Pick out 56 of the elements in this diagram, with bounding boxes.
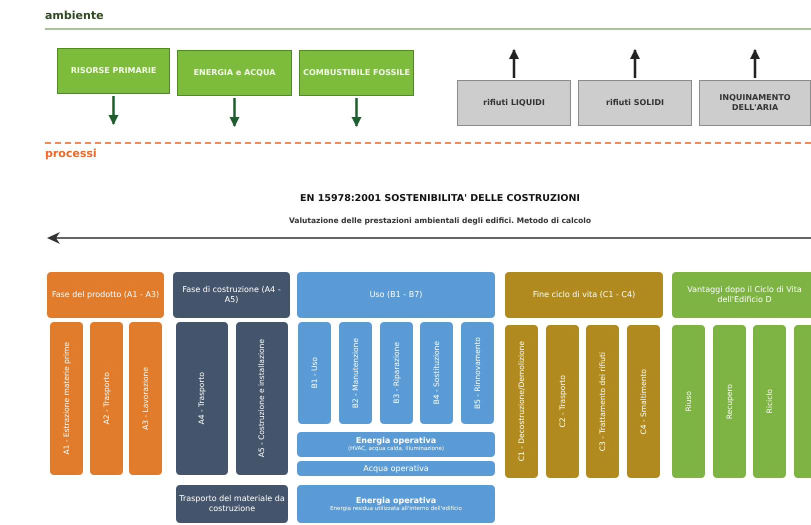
resource-box xyxy=(57,48,170,94)
box-label: Acqua operativa xyxy=(362,464,430,474)
box-label: Uso (B1 - B7) xyxy=(368,290,424,300)
output-box xyxy=(699,80,811,126)
section-heading: processi xyxy=(45,147,97,160)
stage-column xyxy=(713,325,746,478)
title-text: EN 15978:2001 SOSTENIBILITA' DELLE COSTRUZIONI xyxy=(299,193,581,204)
output-box xyxy=(457,80,571,126)
stage-column xyxy=(586,325,619,478)
phase-box xyxy=(297,485,495,523)
phase-header-box xyxy=(297,272,495,318)
box-label: INQUINAMENTO DELL'ARIA xyxy=(718,93,792,113)
stage-column xyxy=(236,322,288,475)
box-label: Vantaggi dopo il Ciclo di Vita dell'Edificio D xyxy=(686,285,803,305)
phase-header-box xyxy=(672,272,811,318)
arrow xyxy=(750,49,760,78)
stage-column xyxy=(50,322,83,475)
phase-box xyxy=(176,485,288,523)
phase-header-box xyxy=(173,272,290,318)
output-box xyxy=(578,80,692,126)
box-label: Fase del prodotto (A1 - A3) xyxy=(50,290,160,300)
stage-column xyxy=(627,325,660,478)
stage-column xyxy=(461,322,494,424)
resource-box xyxy=(177,50,292,96)
box-label: Energia operativa xyxy=(354,436,438,446)
stage-column xyxy=(546,325,579,478)
box-label: ENERGIA e ACQUA xyxy=(192,68,276,78)
box-label: Trasporto del materiale da costruzione xyxy=(178,494,286,514)
arrow xyxy=(352,98,362,127)
stage-column xyxy=(420,322,453,424)
resource-box xyxy=(299,50,414,96)
arrow xyxy=(509,49,519,78)
stage-column xyxy=(298,322,331,424)
stage-column xyxy=(380,322,413,424)
box-label: rifiuti LIQUIDI xyxy=(482,98,546,108)
phase-box xyxy=(297,432,495,457)
box-label: Fine ciclo di vita (C1 - C4) xyxy=(532,290,636,300)
stage-column xyxy=(753,325,786,478)
box-label: Energia operativa xyxy=(354,496,438,506)
stage-column xyxy=(505,325,538,478)
arrow xyxy=(630,49,640,78)
box-label: COMBUSTIBILE FOSSILE xyxy=(302,68,411,78)
stage-column xyxy=(90,322,123,475)
stage-column xyxy=(339,322,372,424)
phase-header-box xyxy=(505,272,663,318)
box-label: Fase di costruzione (A4 - A5) xyxy=(181,285,282,305)
box-label: rifiuti SOLIDI xyxy=(605,98,665,108)
stage-column xyxy=(129,322,162,475)
stage-column xyxy=(672,325,705,478)
section-heading: ambiente xyxy=(45,9,104,22)
arrow xyxy=(230,98,240,127)
phase-box xyxy=(297,461,495,476)
stage-column xyxy=(176,322,228,475)
phase-header-box xyxy=(47,272,164,318)
arrow xyxy=(108,96,118,125)
box-label: RISORSE PRIMARIE xyxy=(70,66,158,76)
